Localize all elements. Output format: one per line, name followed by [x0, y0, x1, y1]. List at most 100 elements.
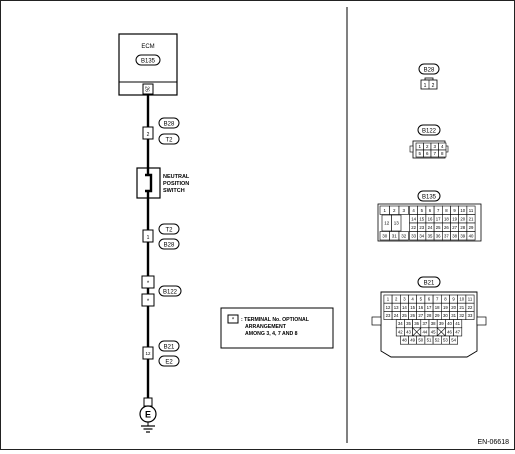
b21-pin-25: 25 — [402, 313, 407, 318]
b135-pin-2: 2 — [393, 208, 396, 213]
b122-pin-2: 2 — [426, 144, 429, 149]
face-b28-pin-2: 2 — [432, 83, 435, 89]
b21-pin-34: 34 — [398, 321, 403, 326]
connector-b122-inline: * * B122 — [141, 275, 182, 307]
b135-pin-15: 15 — [419, 216, 424, 221]
face-b122-label: B122 — [422, 129, 437, 135]
b21-pin-13: 13 — [394, 305, 399, 310]
b135-pin-19: 19 — [452, 216, 457, 221]
b135-pin-39: 39 — [460, 233, 465, 238]
b122-pin-8-cell — [438, 149, 447, 158]
b21-pin-14: 14 — [402, 305, 407, 310]
note-symbol: * — [232, 318, 235, 324]
b135-pin-32: 32 — [401, 233, 407, 238]
b21-pin-11: 11 — [468, 297, 473, 302]
b135-pin-3-cell — [398, 205, 409, 215]
b135-pin-36: 36 — [436, 233, 441, 238]
b21-pin-33: 33 — [468, 313, 473, 318]
t2-upper-label: T2 — [165, 138, 173, 144]
b21-pin-51: 51 — [427, 338, 432, 343]
b21-pin-32: 32 — [459, 313, 464, 318]
b122-pin-4: 4 — [441, 144, 444, 149]
b21-pin-22: 22 — [468, 305, 473, 310]
b122-inline-label: B122 — [163, 290, 178, 296]
ecm-connector-label: B135 — [141, 59, 156, 65]
b21-pin-53: 53 — [443, 338, 448, 343]
b21-pin-20: 20 — [451, 305, 456, 310]
b135-pin-24: 24 — [428, 225, 433, 230]
b135-pin-29: 29 — [469, 225, 474, 230]
b135-pin-5: 5 — [421, 208, 424, 213]
b135-pin-7: 7 — [437, 208, 440, 213]
b135-pin-33: 33 — [411, 233, 416, 238]
b135-pin-23: 23 — [419, 225, 424, 230]
connector-e2: E2 — [158, 355, 180, 367]
b135-pin-22: 22 — [411, 225, 416, 230]
ecm-pin: 26 — [144, 86, 150, 92]
b21-pin-29: 29 — [435, 313, 440, 318]
b135-pin-37: 37 — [444, 233, 449, 238]
b21-pin-10: 10 — [459, 297, 464, 302]
b21-pin-33-cell — [465, 311, 475, 320]
b135-pin-11: 11 — [469, 208, 474, 213]
b21-pin-41: 41 — [455, 321, 460, 326]
b122-pin-7: 7 — [433, 151, 436, 156]
b21-pin-40: 40 — [447, 321, 452, 326]
b21-pin-30: 30 — [443, 313, 448, 318]
ground-symbol: E — [139, 397, 157, 433]
switch-label-2: POSITION — [163, 181, 189, 187]
b135-pin-26: 26 — [444, 225, 449, 230]
connector-face-b28: B28 1 2 — [418, 63, 440, 90]
b21-pin-37: 37 — [423, 321, 428, 326]
b122-inline-pin-b: * — [147, 299, 150, 305]
b21-inline-label: B21 — [164, 345, 175, 351]
b135-pin-10: 10 — [460, 208, 465, 213]
face-b28-label: B28 — [424, 68, 435, 74]
b135-pin-35: 35 — [428, 233, 433, 238]
b122-inline-pin-a: * — [147, 281, 150, 287]
b135-pin-18: 18 — [444, 216, 449, 221]
b21-pin-4: 4 — [411, 297, 414, 302]
t2-lower-label: T2 — [165, 228, 173, 234]
b21-pin-46: 46 — [447, 329, 452, 334]
b135-pin-17: 17 — [436, 216, 441, 221]
connector-t2-lower: 1 T2 — [142, 223, 180, 243]
b28-upper-label: B28 — [164, 122, 175, 128]
b21-pin-1: 1 — [387, 297, 390, 302]
b21-pin-39: 39 — [439, 321, 444, 326]
document-id: EN-06618 — [477, 439, 509, 446]
e2-label: E2 — [165, 360, 173, 366]
neutral-position-switch: NEUTRAL POSITION SWITCH — [136, 167, 190, 199]
b21-pin-31: 31 — [451, 313, 456, 318]
connector-b28-upper: 2 B28 — [142, 117, 180, 140]
b21-empty-cavity-mark — [412, 327, 422, 337]
connector-b28-lower: B28 — [158, 238, 180, 250]
note-line-2: ARRANGEMENT — [245, 324, 287, 330]
b21-pin-15: 15 — [410, 305, 415, 310]
b122-pin-5: 5 — [418, 151, 421, 156]
b21-pin-50: 50 — [418, 338, 423, 343]
b21-pin-36: 36 — [414, 321, 419, 326]
switch-label-3: SWITCH — [163, 188, 185, 194]
b135-pin-25: 25 — [436, 225, 441, 230]
b135-pin-12: 12 — [384, 221, 390, 226]
b122-pin-8: 8 — [441, 151, 444, 156]
b135-pin-9: 9 — [453, 208, 456, 213]
ground-label: E — [145, 410, 151, 420]
b21-pin-27: 27 — [418, 313, 423, 318]
face-b135-label: B135 — [422, 195, 437, 201]
b21-pin-23: 23 — [386, 313, 391, 318]
b21-pin-28: 28 — [427, 313, 432, 318]
b21-pin-3: 3 — [403, 297, 406, 302]
b28-upper-pin: 2 — [147, 132, 150, 138]
b21-pin-24: 24 — [394, 313, 399, 318]
ecm-title: ECM — [141, 44, 154, 50]
b122-pin-1: 1 — [418, 144, 421, 149]
connector-b21-inline: 12 B21 — [142, 340, 180, 360]
b135-pin-8: 8 — [445, 208, 448, 213]
